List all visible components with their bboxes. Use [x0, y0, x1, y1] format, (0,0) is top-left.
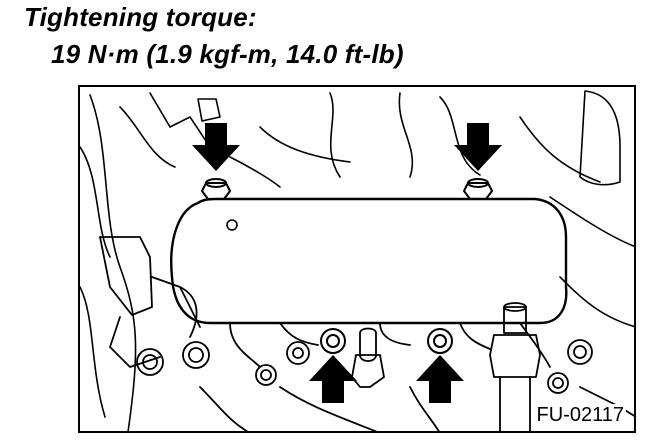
- engine-illustration: FU-02117: [78, 85, 636, 433]
- bolt-bottom-right-inner: [433, 334, 447, 348]
- bolt-bottom-left-inner: [326, 334, 340, 348]
- arrow-down-left: [192, 123, 240, 171]
- manifold-port-hole: [226, 219, 238, 231]
- bolt-bottom-right: [427, 328, 453, 354]
- arrow-up-left: [309, 355, 357, 403]
- arrow-up-right: [416, 355, 464, 403]
- lower-bolts: [320, 328, 453, 354]
- upper-bolts: [201, 178, 493, 200]
- arrows: [192, 123, 502, 403]
- manifold-runners: [229, 322, 551, 368]
- bolt-top-right-head: [467, 178, 489, 188]
- left-linkage: [99, 236, 201, 368]
- figure-code: FU-02117: [534, 404, 626, 427]
- other-bolts: [136, 339, 634, 431]
- torque-label: Tightening torque:: [24, 2, 257, 32]
- intake-manifold-drawing: [80, 90, 634, 431]
- bolt-top-left-head: [205, 178, 227, 188]
- torque-value: 19 N·m (1.9 kgf-m, 14.0 ft-lb): [51, 39, 404, 69]
- arrow-down-right: [454, 123, 502, 171]
- bolt-bottom-left: [320, 328, 346, 354]
